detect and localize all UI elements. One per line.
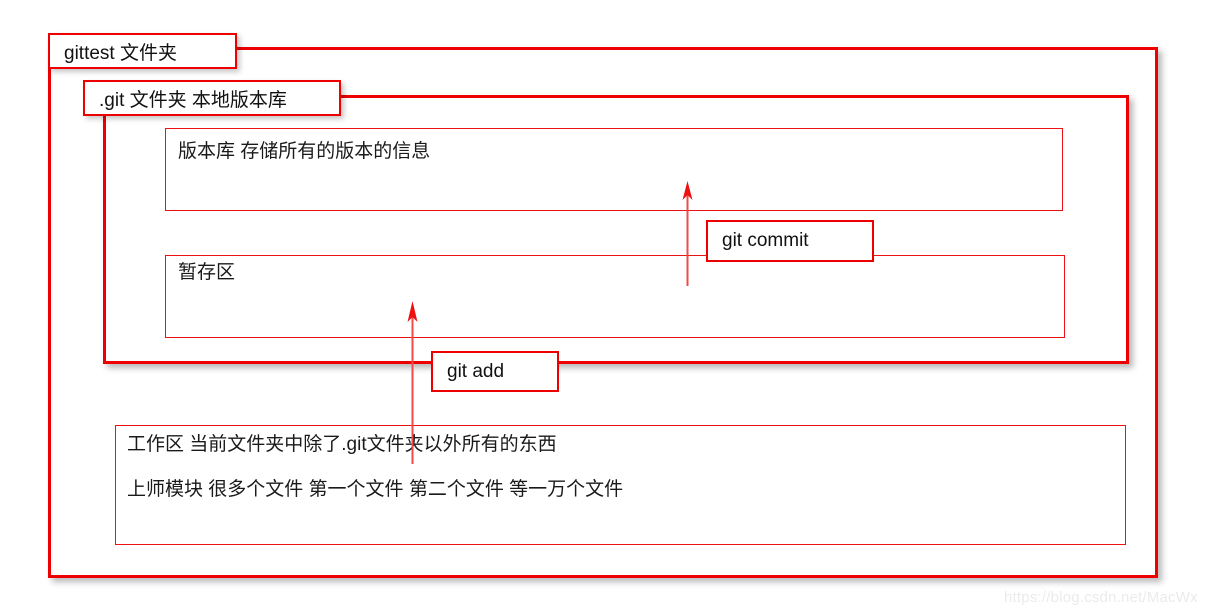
gittest-folder-label: gittest 文件夹: [64, 42, 177, 64]
watermark-text: https://blog.csdn.net/MacWx: [1004, 589, 1198, 606]
workspace-box: [115, 425, 1126, 545]
git-commit-arrow: [682, 181, 693, 286]
git-commit-command-label: git commit: [722, 230, 809, 251]
git-add-command-label: git add: [447, 360, 505, 382]
repository-box: [165, 128, 1063, 211]
git-add-command-box: git add: [431, 351, 559, 392]
workspace-line-2: 上师模块 很多个文件 第一个文件 第二个文件 等一万个文件: [127, 479, 624, 500]
repository-label: 版本库 存储所有的版本的信息: [178, 141, 431, 162]
git-add-arrow: [407, 301, 418, 464]
git-commit-command-box: git commit: [706, 220, 874, 262]
staging-area-label: 暂存区: [178, 262, 236, 283]
workspace-line-1: 工作区 当前文件夹中除了.git文件夹以外所有的东西: [127, 434, 557, 455]
git-add-arrow-head: [407, 301, 418, 322]
staging-area-box: [165, 255, 1065, 338]
git-folder-label: .git 文件夹 本地版本库: [99, 89, 287, 111]
gittest-folder-label-box: gittest 文件夹: [48, 33, 237, 69]
git-folder-label-box: .git 文件夹 本地版本库: [83, 80, 341, 116]
git-commit-arrow-head: [682, 181, 693, 200]
